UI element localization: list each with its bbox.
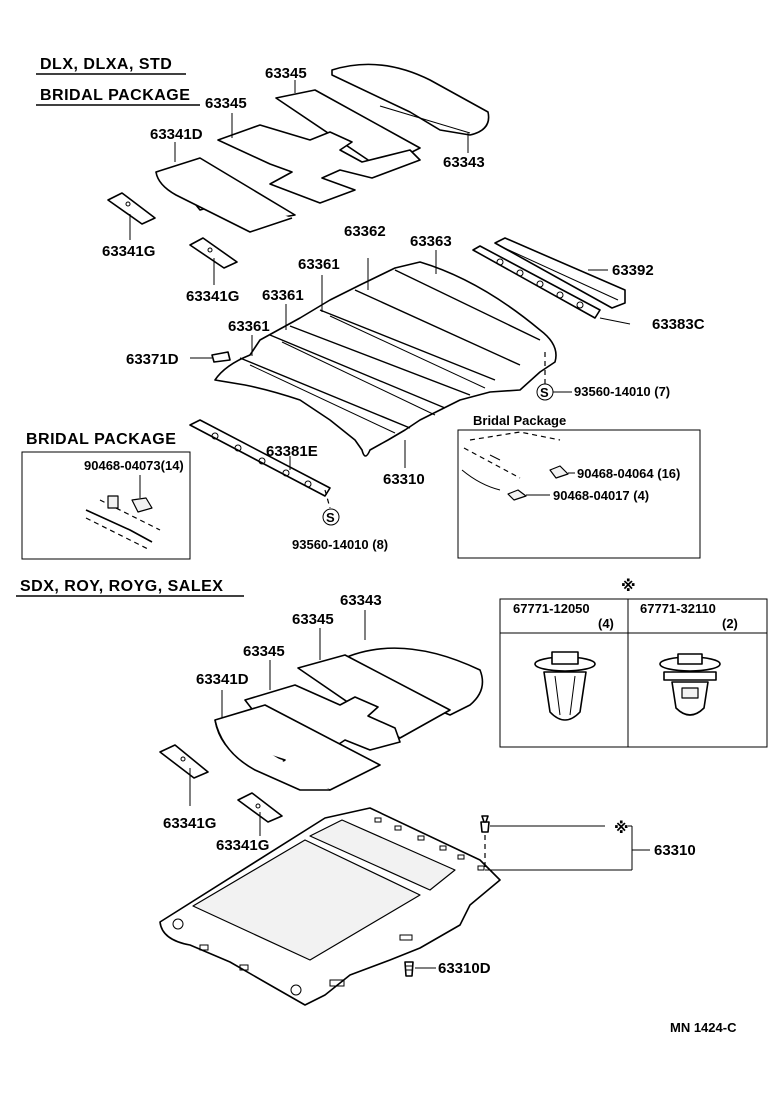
label-63341g-top-b: 63341G xyxy=(186,288,239,305)
label-63361-b: 63361 xyxy=(262,287,304,304)
label-63345-bottom-upper: 63345 xyxy=(292,611,334,628)
label-63361-a: 63361 xyxy=(298,256,340,273)
label-63341g-top-a: 63341G xyxy=(102,243,155,260)
pad-63341g-top-a xyxy=(107,192,156,225)
bow-5 xyxy=(354,289,521,366)
bridal-package-header-right: Bridal Package xyxy=(473,413,566,428)
label-63310-bottom: 63310 xyxy=(654,842,696,859)
screw-8-symbol xyxy=(322,508,340,526)
retainer-63383c-holes xyxy=(496,258,584,309)
inset-right-clip-a xyxy=(549,465,569,479)
label-63341d-top: 63341D xyxy=(150,126,203,143)
pad-63345-lower xyxy=(217,124,421,204)
label-63392: 63392 xyxy=(612,262,654,279)
clip-table-col2-part: 67771-32110 xyxy=(640,601,716,616)
panel-63343-bottom xyxy=(339,647,484,716)
retainer-63381e-holes xyxy=(211,432,312,488)
clip-table-col1-part: 67771-12050 xyxy=(513,601,590,616)
label-63345-lower: 63345 xyxy=(205,95,247,112)
label-63371d: 63371D xyxy=(126,351,179,368)
inset-right-dash-2 xyxy=(469,431,561,441)
diagram-code: MN 1424-C xyxy=(670,1020,737,1035)
clip-67771-12050-icon xyxy=(534,651,596,721)
label-63341g-bottom-b: 63341G xyxy=(216,837,269,854)
clip-pointer-mark: ※ xyxy=(614,819,629,837)
bridal-package-header-left: BRIDAL PACKAGE xyxy=(26,431,176,448)
label-63362: 63362 xyxy=(344,223,386,240)
inset-left-box xyxy=(21,451,191,560)
bow-3 xyxy=(289,325,471,396)
headliner-63310-top xyxy=(214,261,557,457)
clip-table-mark: ※ xyxy=(621,577,636,595)
screw-8-s: S xyxy=(326,510,335,525)
inset-right-edge xyxy=(461,469,501,491)
clip-table-col1-qty: (4) xyxy=(598,616,614,631)
variant-header-top: DLX, DLXA, STD xyxy=(40,56,172,73)
label-63343-bottom: 63343 xyxy=(340,592,382,609)
pad-63341g-top-b-hole xyxy=(207,247,213,253)
bow-6 xyxy=(394,269,541,341)
bow-1b xyxy=(249,364,396,434)
bow-4 xyxy=(319,309,496,381)
label-63310d: 63310D xyxy=(438,960,491,977)
inset-right-box xyxy=(457,429,701,559)
screw-7-s: S xyxy=(540,385,549,400)
inset-left-clip-b xyxy=(131,497,153,513)
inset-left-clip-a xyxy=(107,495,119,509)
inset-left-rail xyxy=(85,509,153,543)
retainer-63383c xyxy=(472,245,601,319)
rail-63392-line xyxy=(499,245,619,301)
leader-screw-8-dash xyxy=(324,489,331,509)
insulator-63341d-bottom-lower xyxy=(214,719,330,791)
label-63341d-bottom: 63341D xyxy=(196,671,249,688)
clip-63371d xyxy=(211,351,231,363)
label-63345-bottom-lower: 63345 xyxy=(243,643,285,660)
inset-right-dash-1 xyxy=(463,447,521,479)
pad-63341g-top-b xyxy=(189,237,238,269)
label-screw-8: 93560-14010 (8) xyxy=(292,537,388,552)
insulator-63341d-top-lower xyxy=(155,171,293,233)
headliner-63310-bottom-sunroof xyxy=(309,819,456,891)
label-63381e: 63381E xyxy=(266,443,318,460)
label-inset-left-clip: 90468-04073(14) xyxy=(84,458,184,473)
headliner-63310-bottom-panel xyxy=(192,839,421,961)
variant-header-bottom: SDX, ROY, ROYG, SALEX xyxy=(20,578,223,595)
inset-right-clip-b xyxy=(507,489,527,501)
label-63361-c: 63361 xyxy=(228,318,270,335)
pad-63341g-bottom-a-hole xyxy=(180,756,186,762)
label-63343-top: 63343 xyxy=(443,154,485,171)
panel-63343-top-edge xyxy=(379,105,471,134)
label-63383c: 63383C xyxy=(652,316,705,333)
inset-left-rail-dash xyxy=(85,517,151,551)
bow-2 xyxy=(269,334,446,409)
label-63363: 63363 xyxy=(410,233,452,250)
label-63341g-bottom-a: 63341G xyxy=(163,815,216,832)
bow-1 xyxy=(239,357,411,429)
label-63345-upper: 63345 xyxy=(265,65,307,82)
retainer-63381e xyxy=(189,419,331,497)
pad-63341g-top-a-hole xyxy=(125,201,131,207)
inset-right-edge-2 xyxy=(489,454,501,461)
bridal-package-header-top: BRIDAL PACKAGE xyxy=(40,87,190,104)
clip-pointer-icon xyxy=(480,815,490,833)
headliner-63310-bottom-holes xyxy=(172,817,485,996)
leader-63383c xyxy=(599,317,631,325)
clip-table-box xyxy=(499,598,768,748)
label-inset-right-clip-a: 90468-04064 (16) xyxy=(577,466,680,481)
panel-63343-top xyxy=(331,63,490,136)
label-inset-right-clip-b: 90468-04017 (4) xyxy=(553,488,649,503)
clip-table-col2-qty: (2) xyxy=(722,616,738,631)
label-screw-7: 93560-14010 (7) xyxy=(574,384,670,399)
bow-2b xyxy=(281,341,436,416)
screw-63310d-icon xyxy=(404,961,414,977)
pad-63341g-bottom-b-hole xyxy=(255,803,261,809)
bow-4b xyxy=(329,315,486,389)
pad-63341g-bottom-a xyxy=(159,744,209,779)
clip-67771-32110-icon xyxy=(659,653,721,716)
label-63310-top: 63310 xyxy=(383,471,425,488)
